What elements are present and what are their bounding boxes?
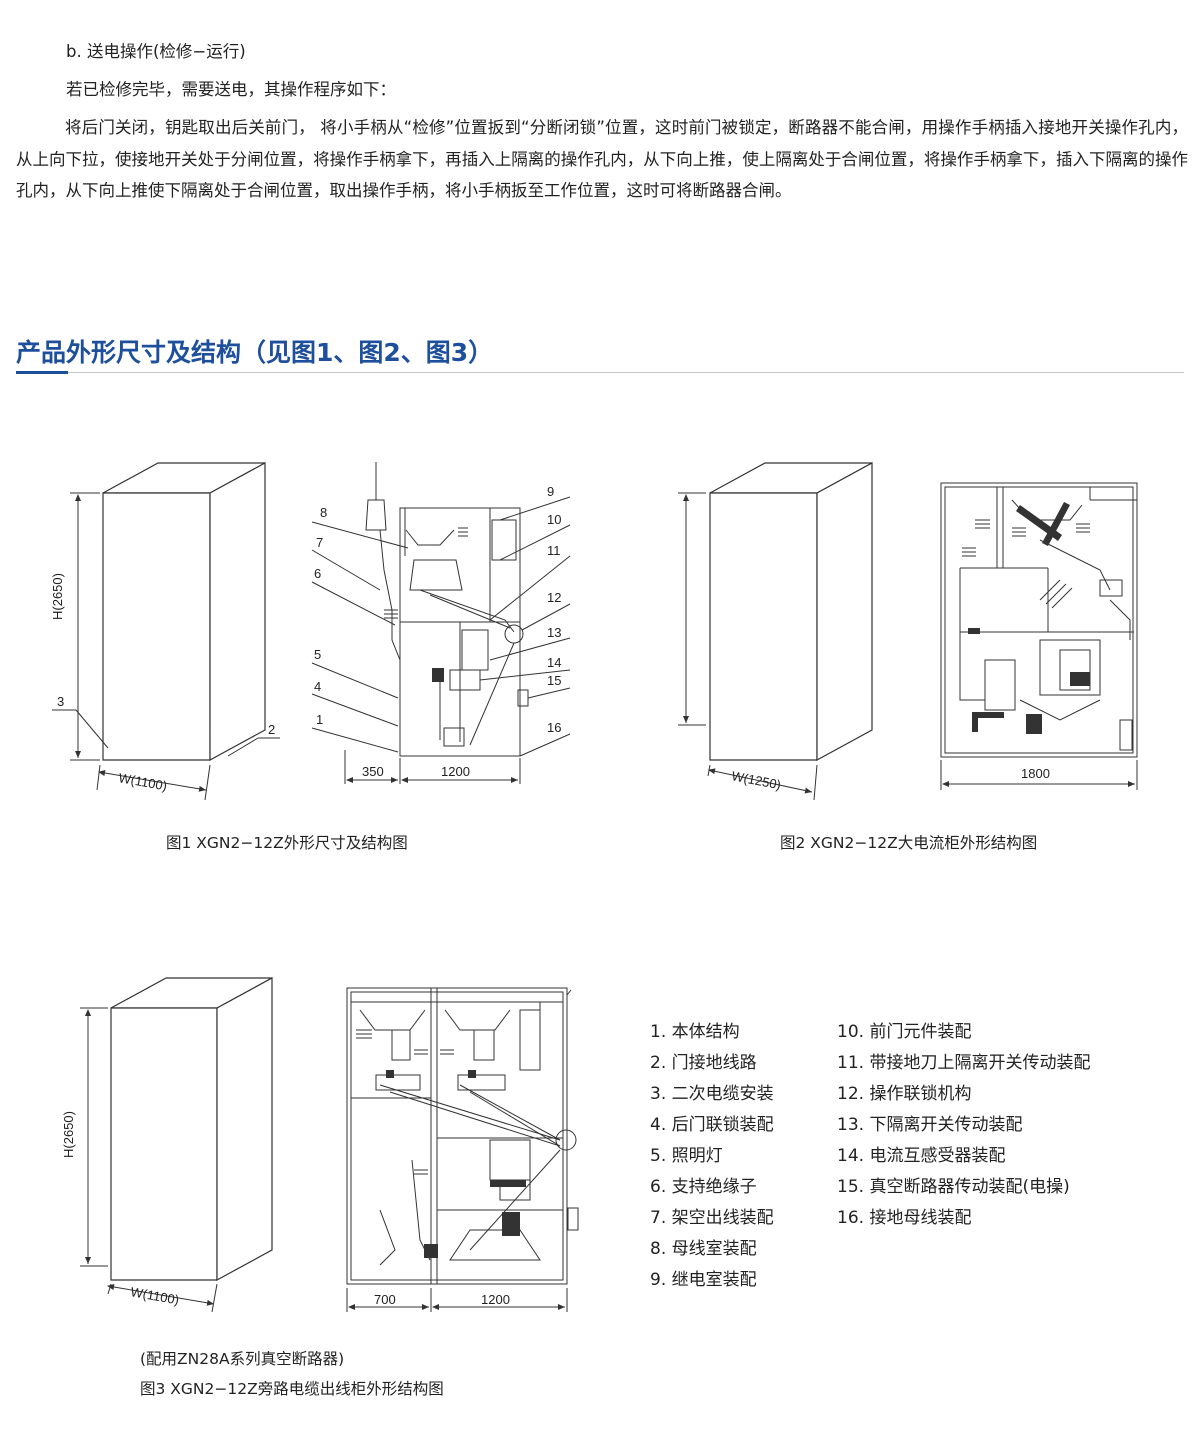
legend-item: 6. 支持绝缘子 (650, 1177, 757, 1197)
legend-item: 5. 照明灯 (650, 1146, 723, 1166)
fig1-height-label: H(2650) (50, 573, 65, 620)
legend-item: 7. 架空出线装配 (650, 1208, 774, 1228)
section-b-intro: 若已检修完毕，需要送电，其操作程序如下： (66, 80, 396, 99)
fig1-box (102, 461, 266, 762)
fig1-callout-4: 4 (314, 679, 321, 694)
title-divider-accent (16, 371, 68, 374)
fig2-bottom-dims (940, 760, 1138, 790)
fig1-callout-9: 9 (547, 484, 554, 499)
legend-item: 13. 下隔离开关传动装配 (837, 1115, 1023, 1135)
fig3-dims (80, 1007, 218, 1313)
legend-item: 8. 母线室装配 (650, 1239, 757, 1259)
fig1-leaders (311, 496, 571, 757)
fig1-section (365, 462, 529, 757)
fig3-dim-1200: 1200 (481, 1292, 510, 1307)
fig3-caption: 图3 XGN2−12Z旁路电缆出线柜外形结构图 (140, 1380, 444, 1398)
fig3-box (110, 976, 273, 1282)
fig1-callout-3: 3 (57, 694, 64, 709)
fig1-insulator-block (432, 668, 444, 682)
fig1-callout-5: 5 (314, 647, 321, 662)
fig1-callout-1: 1 (316, 712, 323, 727)
legend-item: 11. 带接地刀上隔离开关传动装配 (837, 1053, 1091, 1073)
legend-item: 14. 电流互感受器装配 (837, 1146, 1006, 1166)
fig1-callout-10: 10 (547, 512, 561, 527)
legend-item: 4. 后门联锁装配 (650, 1115, 774, 1135)
fig3-width-label: W(1100) (129, 1284, 180, 1307)
fig1-width-label: W(1100) (117, 770, 168, 793)
fig3-note: (配用ZN28A系列真空断路器) (140, 1350, 345, 1368)
fig3-section (346, 987, 579, 1285)
legend-item: 2. 门接地线路 (650, 1053, 757, 1073)
fig1-callout-6: 6 (314, 566, 321, 581)
fig3-heavy (386, 1070, 526, 1258)
section-b-body: 将后门关闭，钥匙取出后关前门， 将小手柄从“检修”位置扳到“分断闭锁”位置，这时… (16, 118, 1188, 200)
fig1-callout-11: 11 (547, 543, 561, 558)
title-divider (16, 372, 1184, 373)
section-title: 产品外形尺寸及结构（见图1、图2、图3） (16, 338, 494, 367)
fig1-callout-16: 16 (547, 720, 561, 735)
fig1-dim-1200: 1200 (441, 764, 470, 779)
legend-item: 9. 继电室装配 (650, 1270, 757, 1290)
fig1-callout-2: 2 (268, 722, 275, 737)
fig2-heavy (968, 502, 1090, 734)
fig2-section (940, 482, 1138, 758)
fig2-dims (678, 492, 818, 801)
fig1-callout-12: 12 (547, 590, 561, 605)
fig1-callout-8: 8 (320, 505, 327, 520)
fig1-callout-14: 14 (547, 655, 561, 670)
fig1-bottom-dims (344, 750, 521, 784)
fig1-hatch (384, 527, 468, 619)
fig3-hatch (356, 1029, 454, 1175)
fig3-dim-700: 700 (374, 1292, 396, 1307)
fig1-dim-350: 350 (362, 764, 384, 779)
legend-right: 10. 前门元件装配 11. 带接地刀上隔离开关传动装配 12. 操作联锁机构 … (837, 1017, 1090, 1234)
legend-left: 1. 本体结构 2. 门接地线路 3. 二次电缆安装 4. 后门联锁装配 5. … (650, 1017, 774, 1296)
legend-item: 3. 二次电缆安装 (650, 1084, 774, 1104)
section-b-heading: b. 送电操作(检修−运行) (66, 42, 246, 61)
fig3-bottom-dims (346, 1288, 568, 1312)
fig3-height-label: H(2650) (61, 1111, 76, 1158)
fig1-callout-15: 15 (547, 673, 561, 688)
fig1-callout-13: 13 (547, 625, 561, 640)
fig2-dim-1800: 1800 (1021, 766, 1050, 781)
fig1-callout-7: 7 (316, 535, 323, 550)
fig1-caption: 图1 XGN2−12Z外形尺寸及结构图 (166, 834, 408, 852)
legend-item: 15. 真空断路器传动装配(电操) (837, 1177, 1070, 1197)
fig1-callouts: 8 7 6 5 4 1 9 10 11 12 13 14 15 16 (314, 484, 561, 735)
legend-item: 1. 本体结构 (650, 1022, 740, 1042)
fig2-box (709, 461, 873, 762)
fig2-caption: 图2 XGN2−12Z大电流柜外形结构图 (780, 834, 1038, 852)
legend-item: 16. 接地母线装配 (837, 1208, 972, 1228)
legend-item: 10. 前门元件装配 (837, 1022, 972, 1042)
fig2-hatch (962, 519, 1090, 609)
fig2-width-label: W(1250) (730, 768, 782, 792)
fig1-dims (52, 492, 280, 801)
legend-item: 12. 操作联锁机构 (837, 1084, 972, 1104)
